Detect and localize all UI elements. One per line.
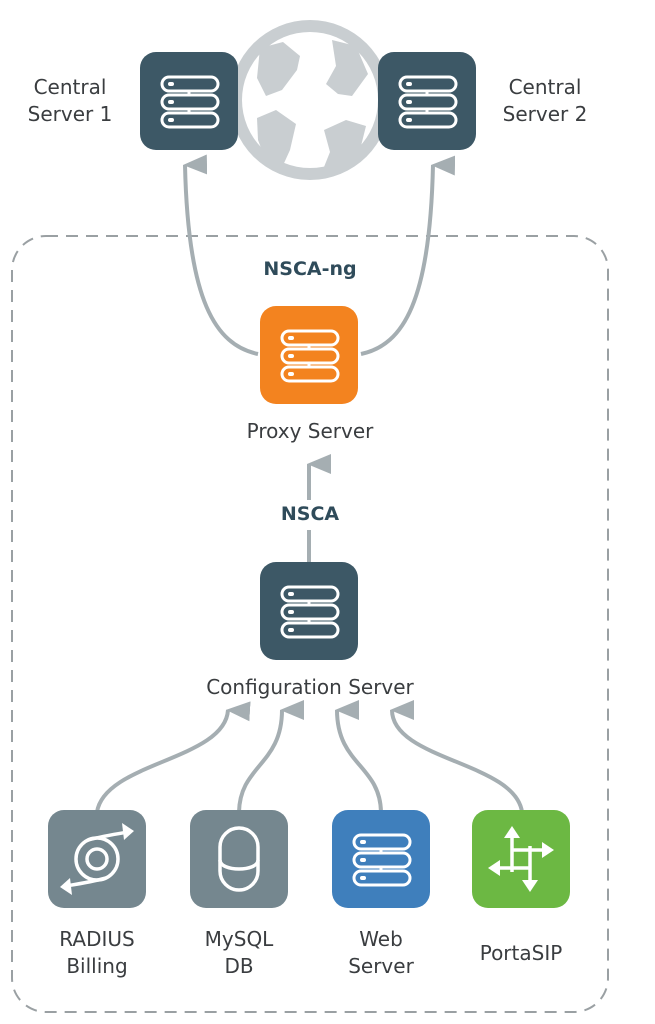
database-icon [218,826,260,892]
central-server-2-node[interactable] [378,52,476,150]
edge-proxy-to-central-1 [183,154,259,356]
edge-mysql-to-config [237,700,305,813]
edge-proxy-to-central-2 [360,155,456,356]
web-server-label: Web Server [348,927,414,978]
configuration-server-node[interactable] [260,562,358,660]
edge-radius-to-config [95,701,251,813]
proxy-server-label: Proxy Server [246,419,374,443]
edge-portasip-to-config [390,699,524,813]
server-icon [352,833,412,887]
server-icon [280,585,340,639]
radius-billing-node[interactable] [48,810,146,908]
central-server-2-label: Central Server 2 [502,75,588,126]
portasip-node[interactable] [472,810,570,908]
arrows-cross-icon [488,826,554,892]
radius-billing-label: RADIUS Billing [59,927,135,978]
central-server-1-node[interactable] [140,52,238,150]
protocol-label-nsca-ng: NSCA-ng [263,258,357,280]
configuration-server-label: Configuration Server [206,675,414,699]
central-server-1-label: Central Server 1 [27,75,113,126]
local-network-boundary [11,235,609,1013]
protocol-label-nsca: NSCA [280,503,340,525]
server-icon [160,75,220,129]
globe-icon [230,20,390,180]
radius-icon [60,823,134,895]
edge-web-to-config [335,699,383,813]
proxy-server-node[interactable] [260,306,358,404]
portasip-label: PortaSIP [479,941,563,965]
web-server-node[interactable] [332,810,430,908]
mysql-db-node[interactable] [190,810,288,908]
mysql-db-label: MySQL DB [204,927,274,978]
server-icon [280,329,340,383]
server-icon [398,75,458,129]
